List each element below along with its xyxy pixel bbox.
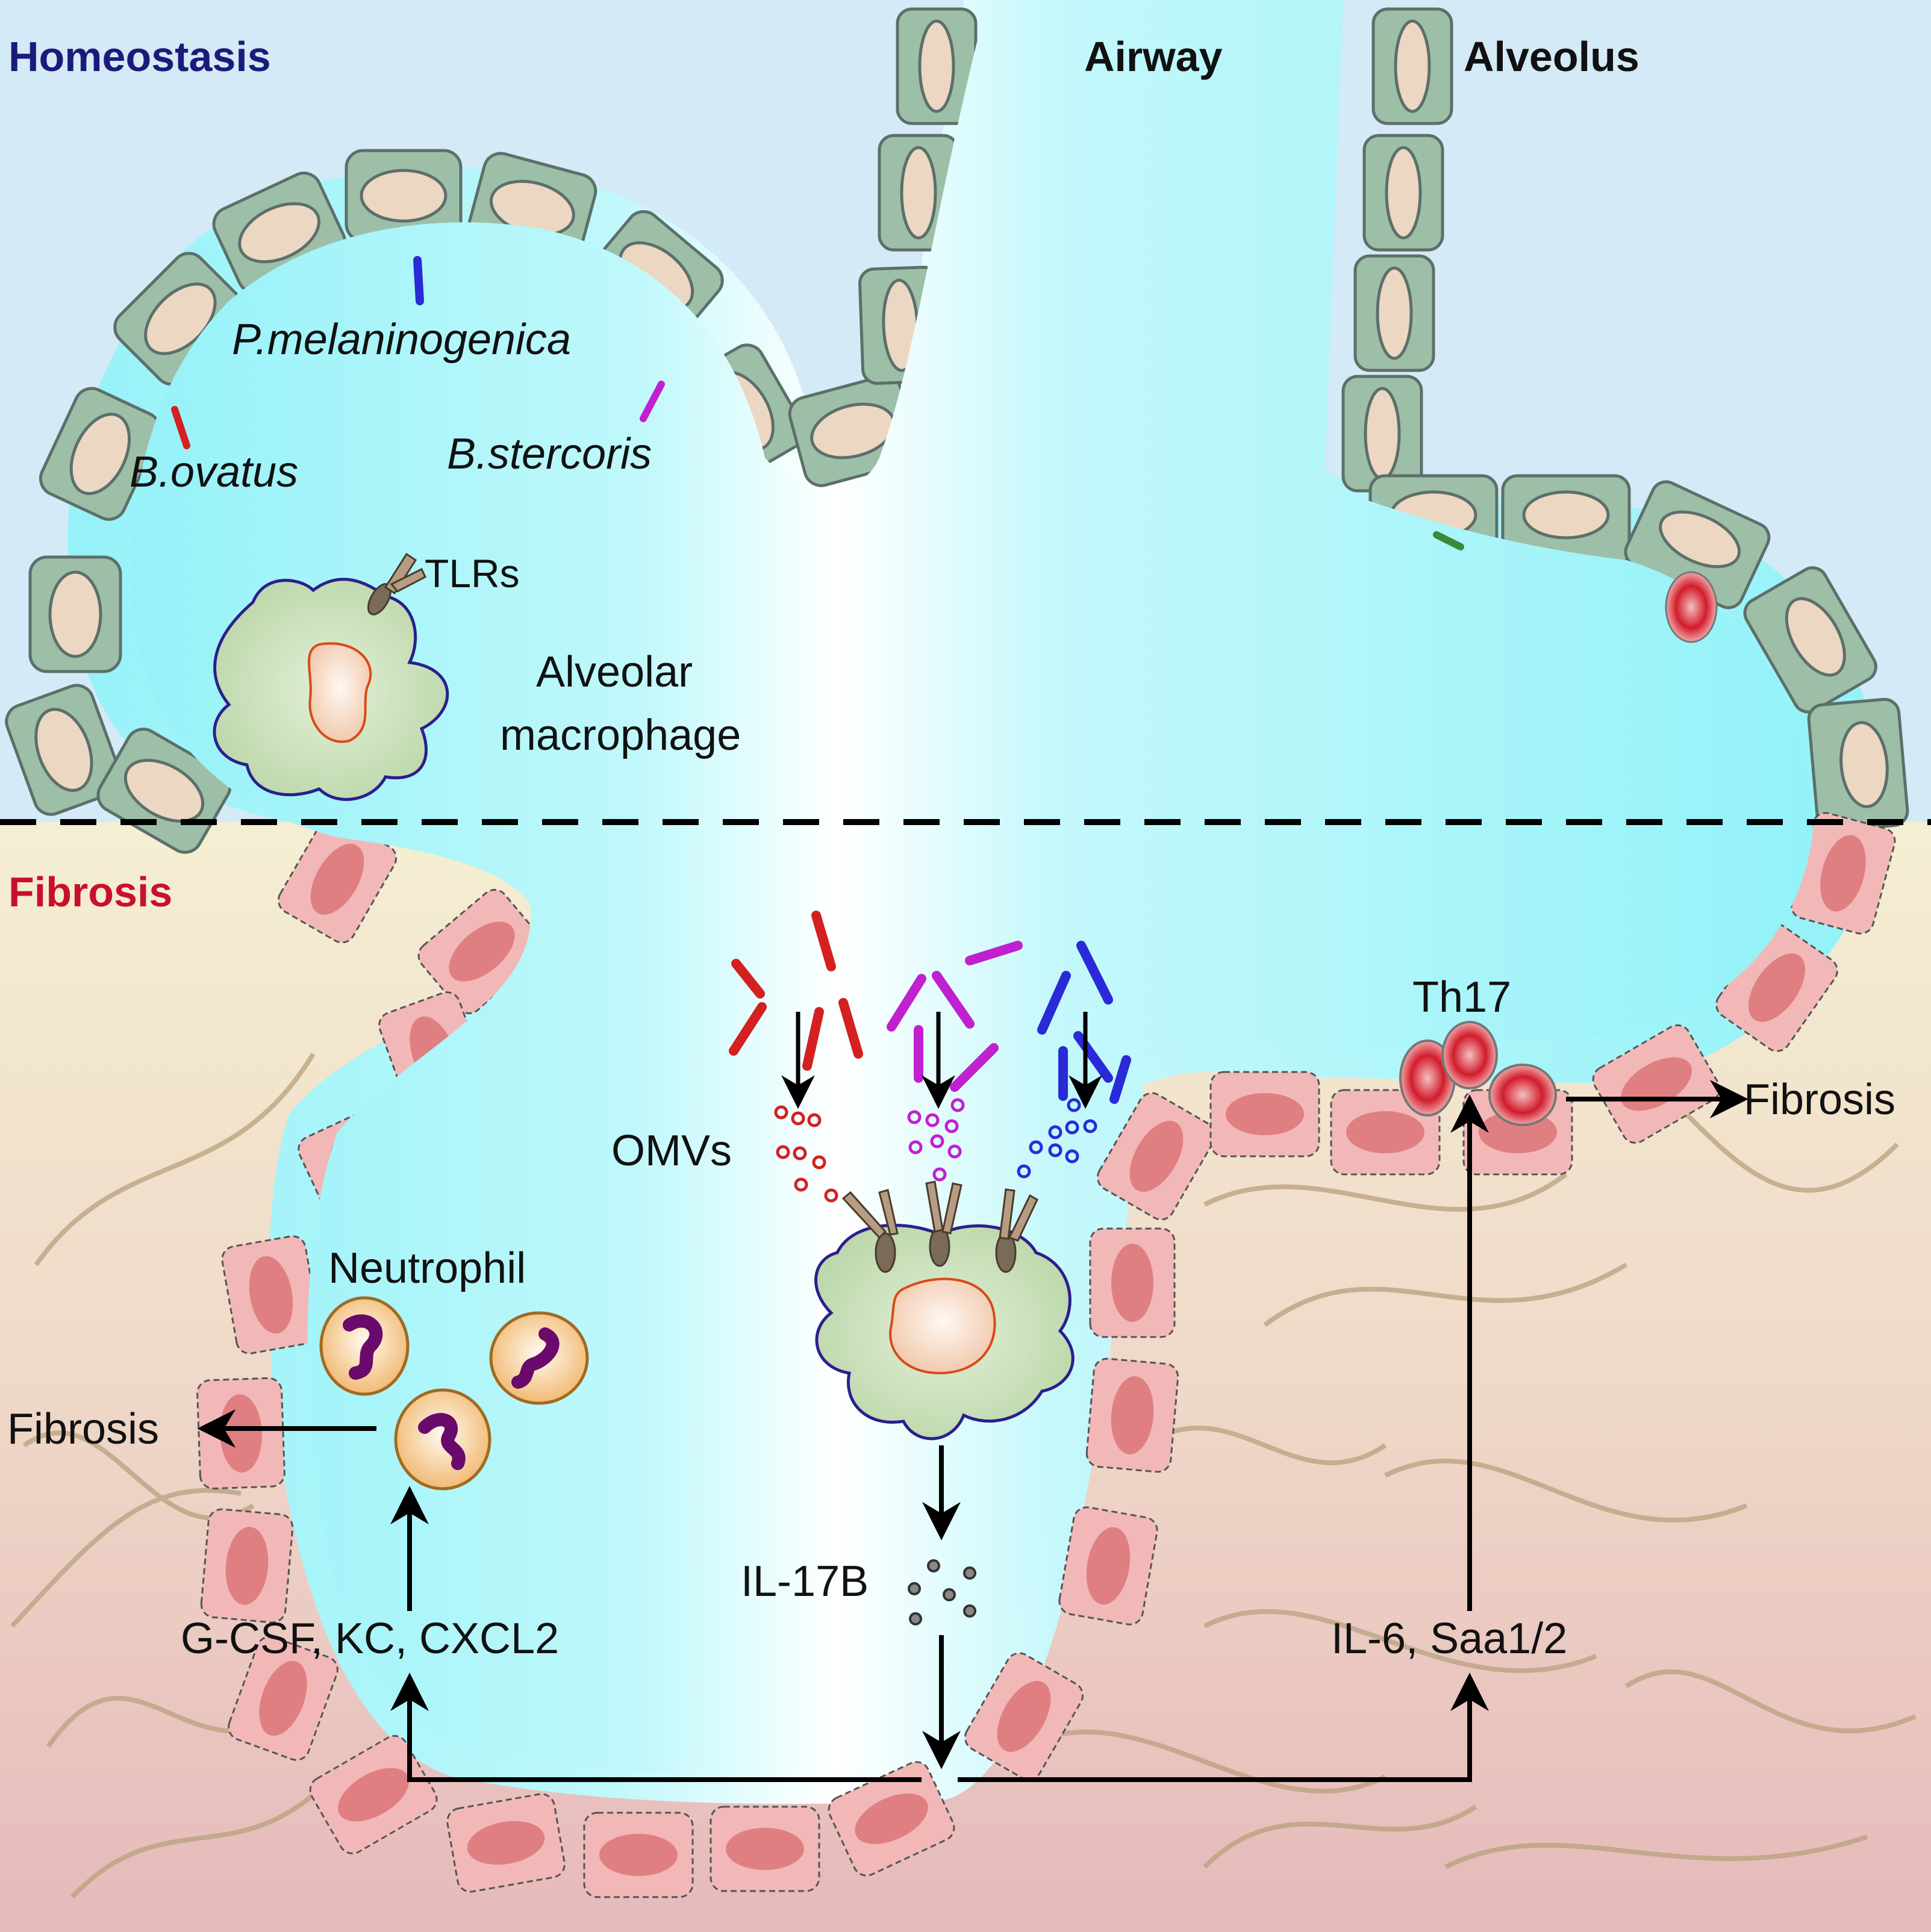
b-stercoris-label: B.stercoris (447, 430, 652, 478)
macrophage-label-line1: Alveolar (536, 648, 693, 696)
neutrophil-cell (394, 1388, 491, 1491)
th17-cell (1441, 1021, 1498, 1089)
tlr-receptors-icon (841, 1180, 1038, 1273)
immune-cell-alveolus (1665, 571, 1718, 643)
omvs-label: OMVs (611, 1127, 732, 1175)
th17-cell (1488, 1064, 1557, 1126)
bacterium-b-stercoris (640, 381, 665, 422)
bacterium-b-ovatus (171, 406, 190, 449)
neutrophils (319, 1296, 589, 1491)
fibrosis-title: Fibrosis (8, 868, 172, 915)
arrows-bacteria-to-omvs (781, 1012, 1102, 1109)
omvs-red (774, 1105, 838, 1203)
il17b-dots (908, 1559, 976, 1625)
airway-label: Airway (1084, 33, 1223, 80)
p-melaninogenica-label: P.melaninogenica (232, 316, 571, 364)
fibrosis-right-label: Fibrosis (1744, 1076, 1895, 1124)
bacterium-p-melaninogenica (413, 256, 424, 305)
tlrs-label: TLRs (425, 551, 520, 596)
collagen-fibers (10, 1052, 1917, 1899)
th17-label: Th17 (1412, 973, 1511, 1021)
branch-to-il6 (958, 1672, 1489, 1782)
chemokines-label: G-CSF, KC, CXCL2 (181, 1615, 559, 1663)
macrophage-label-line2: macrophage (500, 711, 741, 759)
bacteria-cluster-red (729, 911, 863, 1071)
fibrosis-left-label: Fibrosis (7, 1405, 159, 1453)
alveolar-macrophage-homeostasis (213, 552, 449, 801)
neutrophil-cell (319, 1296, 410, 1396)
omvs-purple (907, 1098, 965, 1182)
il6-label: IL-6, Saa1/2 (1331, 1615, 1567, 1663)
fibrotic-nucleus (310, 844, 364, 915)
alveolus-label: Alveolus (1464, 33, 1639, 80)
nucleus (48, 570, 102, 658)
b-ovatus-label: B.ovatus (129, 448, 298, 496)
th17-cells (1399, 1021, 1557, 1126)
neutrophil-label: Neutrophil (328, 1244, 526, 1292)
branch-to-chemokines (390, 1672, 922, 1782)
healthy-epithelium (5, 7, 1909, 854)
neutrophil-cell (489, 1311, 589, 1405)
bacterium-green (1433, 531, 1464, 550)
homeostasis-title: Homeostasis (8, 33, 271, 80)
omvs-blue (1017, 1098, 1097, 1179)
bacteria-cluster-blue (1037, 941, 1131, 1104)
il17b-label: IL-17B (741, 1557, 869, 1606)
alveolar-macrophage-fibrosis (814, 1180, 1075, 1441)
tlr-receptor-icon (367, 552, 426, 615)
bacteria-cluster-purple (887, 941, 1023, 1092)
macrophage-nucleus (308, 642, 372, 743)
